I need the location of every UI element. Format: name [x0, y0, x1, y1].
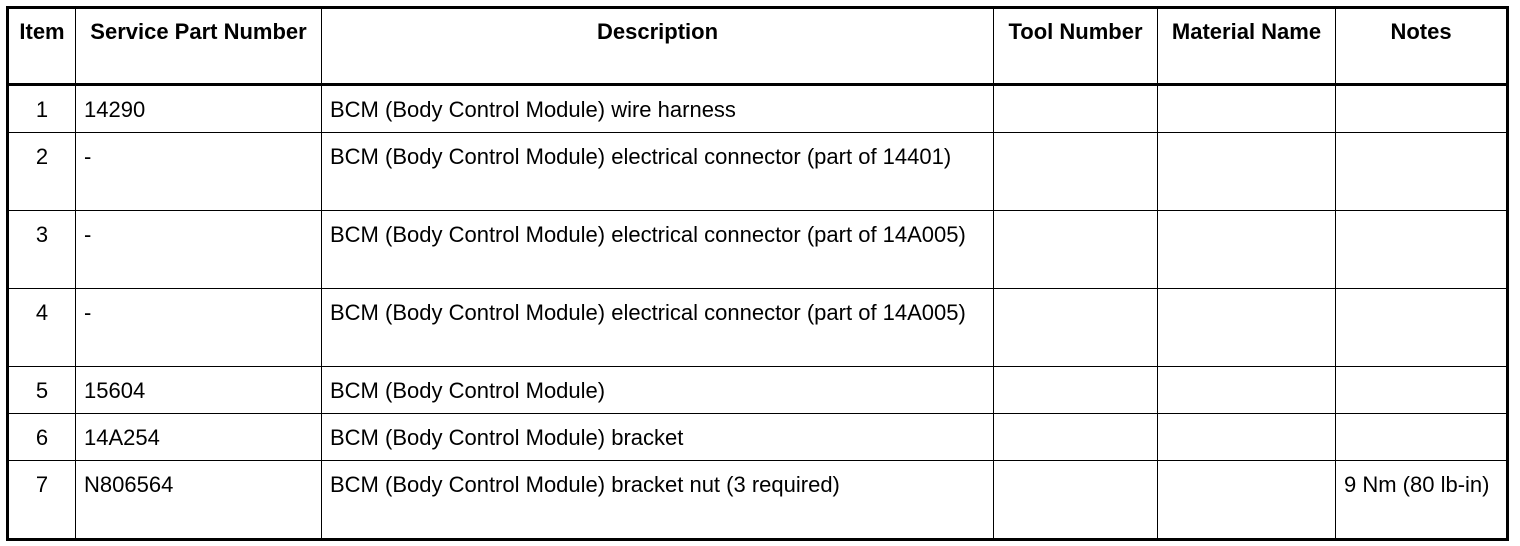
item-cell: 6 — [7, 413, 76, 461]
tool-number-cell — [993, 460, 1158, 540]
item-cell: 5 — [7, 366, 76, 414]
table-row: 4 - BCM (Body Control Module) electrical… — [7, 288, 1508, 367]
part-number-cell: - — [75, 210, 322, 289]
table-row: 6 14A254 BCM (Body Control Module) brack… — [7, 413, 1508, 461]
parts-table-container: Item Service Part Number Description Too… — [6, 6, 1509, 541]
notes-cell — [1335, 413, 1508, 461]
description-cell: BCM (Body Control Module) electrical con… — [321, 132, 994, 211]
material-name-cell — [1157, 366, 1336, 414]
material-name-cell — [1157, 460, 1336, 540]
table-row: 7 N806564 BCM (Body Control Module) brac… — [7, 460, 1508, 540]
table-row: 1 14290 BCM (Body Control Module) wire h… — [7, 84, 1508, 133]
header-notes: Notes — [1335, 7, 1508, 86]
parts-table: Item Service Part Number Description Too… — [6, 6, 1509, 541]
part-number-cell: 15604 — [75, 366, 322, 414]
description-cell: BCM (Body Control Module) wire harness — [321, 84, 994, 133]
item-cell: 4 — [7, 288, 76, 367]
header-tool-number: Tool Number — [993, 7, 1158, 86]
tool-number-cell — [993, 84, 1158, 133]
material-name-cell — [1157, 132, 1336, 211]
header-item: Item — [7, 7, 76, 86]
notes-cell — [1335, 84, 1508, 133]
description-cell: BCM (Body Control Module) electrical con… — [321, 210, 994, 289]
notes-cell — [1335, 210, 1508, 289]
table-row: 3 - BCM (Body Control Module) electrical… — [7, 210, 1508, 289]
material-name-cell — [1157, 84, 1336, 133]
tool-number-cell — [993, 413, 1158, 461]
material-name-cell — [1157, 413, 1336, 461]
tool-number-cell — [993, 366, 1158, 414]
header-service-part-number: Service Part Number — [75, 7, 322, 86]
item-cell: 7 — [7, 460, 76, 540]
description-cell: BCM (Body Control Module) electrical con… — [321, 288, 994, 367]
material-name-cell — [1157, 210, 1336, 289]
item-cell: 3 — [7, 210, 76, 289]
tool-number-cell — [993, 210, 1158, 289]
tool-number-cell — [993, 288, 1158, 367]
notes-cell — [1335, 366, 1508, 414]
part-number-cell: - — [75, 288, 322, 367]
header-description: Description — [321, 7, 994, 86]
description-cell: BCM (Body Control Module) bracket — [321, 413, 994, 461]
table-row: 5 15604 BCM (Body Control Module) — [7, 366, 1508, 414]
material-name-cell — [1157, 288, 1336, 367]
notes-cell — [1335, 288, 1508, 367]
description-cell: BCM (Body Control Module) bracket nut (3… — [321, 460, 994, 540]
part-number-cell: 14290 — [75, 84, 322, 133]
notes-cell: 9 Nm (80 lb-in) — [1335, 460, 1508, 540]
item-cell: 1 — [7, 84, 76, 133]
notes-cell — [1335, 132, 1508, 211]
item-cell: 2 — [7, 132, 76, 211]
part-number-cell: 14A254 — [75, 413, 322, 461]
description-cell: BCM (Body Control Module) — [321, 366, 994, 414]
table-row: 2 - BCM (Body Control Module) electrical… — [7, 132, 1508, 211]
tool-number-cell — [993, 132, 1158, 211]
part-number-cell: N806564 — [75, 460, 322, 540]
header-material-name: Material Name — [1157, 7, 1336, 86]
part-number-cell: - — [75, 132, 322, 211]
table-header-row: Item Service Part Number Description Too… — [7, 7, 1508, 86]
